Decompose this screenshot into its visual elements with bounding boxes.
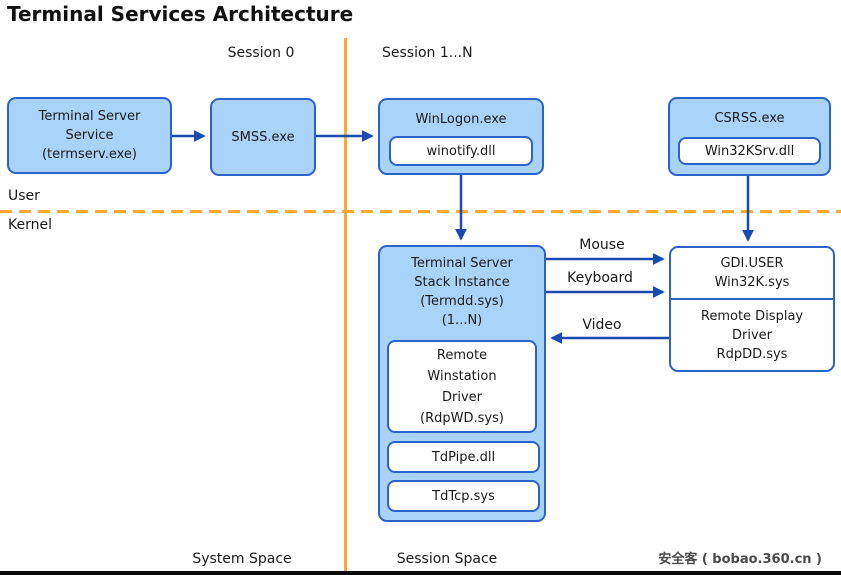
stack-title: Terminal Server Stack Instance (Termdd.s… <box>380 247 544 330</box>
box-terminal-server-stack: Terminal Server Stack Instance (Termdd.s… <box>378 245 546 522</box>
stack-line3: (Termdd.sys) <box>420 294 504 309</box>
rwd-line2: Winstation <box>427 368 497 384</box>
label-session-1-n: Session 1...N <box>382 45 473 61</box>
rdd-line3: RdpDD.sys <box>716 346 788 362</box>
tss-line1: Terminal Server <box>38 109 141 124</box>
stack-line2: Stack Instance <box>414 275 510 290</box>
win32ksrv-label: Win32KSrv.dll <box>704 143 795 159</box>
rdd-line2: Driver <box>731 327 772 343</box>
rwd-line4: (RdpWD.sys) <box>420 410 504 426</box>
stack-line4: (1...N) <box>441 313 483 328</box>
rwd-line1: Remote <box>436 347 488 363</box>
rdd-line1: Remote Display <box>700 308 804 324</box>
box-remote-display-driver: Remote Display Driver RdpDD.sys <box>671 300 833 370</box>
box-winlogon: WinLogon.exe winotify.dll <box>378 98 544 175</box>
box-winotify: winotify.dll <box>389 136 533 166</box>
label-mouse: Mouse <box>579 237 625 253</box>
label-session-space: Session Space <box>396 551 498 567</box>
box-gdi-display-group: GDI.USER Win32K.sys Remote Display Drive… <box>669 246 835 372</box>
gdi-line2: Win32K.sys <box>714 275 790 290</box>
bottom-bar <box>0 571 841 575</box>
box-csrss: CSRSS.exe Win32KSrv.dll <box>668 97 831 176</box>
box-remote-winstation-driver: Remote Winstation Driver (RdpWD.sys) <box>387 340 537 433</box>
label-keyboard: Keyboard <box>567 270 633 286</box>
box-gdi-win32k: GDI.USER Win32K.sys <box>671 248 833 300</box>
box-terminal-server-service: Terminal Server Service (termserv.exe) <box>7 97 172 174</box>
box-tdtcp: TdTcp.sys <box>387 480 540 512</box>
tdpipe-label: TdPipe.dll <box>431 449 496 465</box>
box-win32ksrv: Win32KSrv.dll <box>678 137 821 165</box>
label-user-mode: User <box>8 188 40 204</box>
gdi-line1: GDI.USER <box>720 256 784 271</box>
label-system-space: System Space <box>192 551 292 567</box>
box-smss: SMSS.exe <box>210 98 316 176</box>
smss-label: SMSS.exe <box>231 129 295 145</box>
winlogon-label: WinLogon.exe <box>415 112 507 127</box>
box-tdpipe: TdPipe.dll <box>387 441 540 473</box>
rwd-line3: Driver <box>441 389 482 405</box>
watermark-text: 安全客 ( bobao.360.cn ) <box>658 552 822 567</box>
page-title: Terminal Services Architecture <box>7 2 354 26</box>
tdtcp-label: TdTcp.sys <box>432 488 495 504</box>
stack-line1: Terminal Server <box>411 256 513 271</box>
label-video: Video <box>582 317 622 333</box>
winotify-label: winotify.dll <box>426 143 496 159</box>
label-session-0: Session 0 <box>227 45 295 61</box>
tss-line2: Service <box>65 128 114 143</box>
tss-line3: (termserv.exe) <box>41 147 137 162</box>
label-kernel-mode: Kernel <box>8 217 52 233</box>
csrss-label: CSRSS.exe <box>714 111 785 126</box>
